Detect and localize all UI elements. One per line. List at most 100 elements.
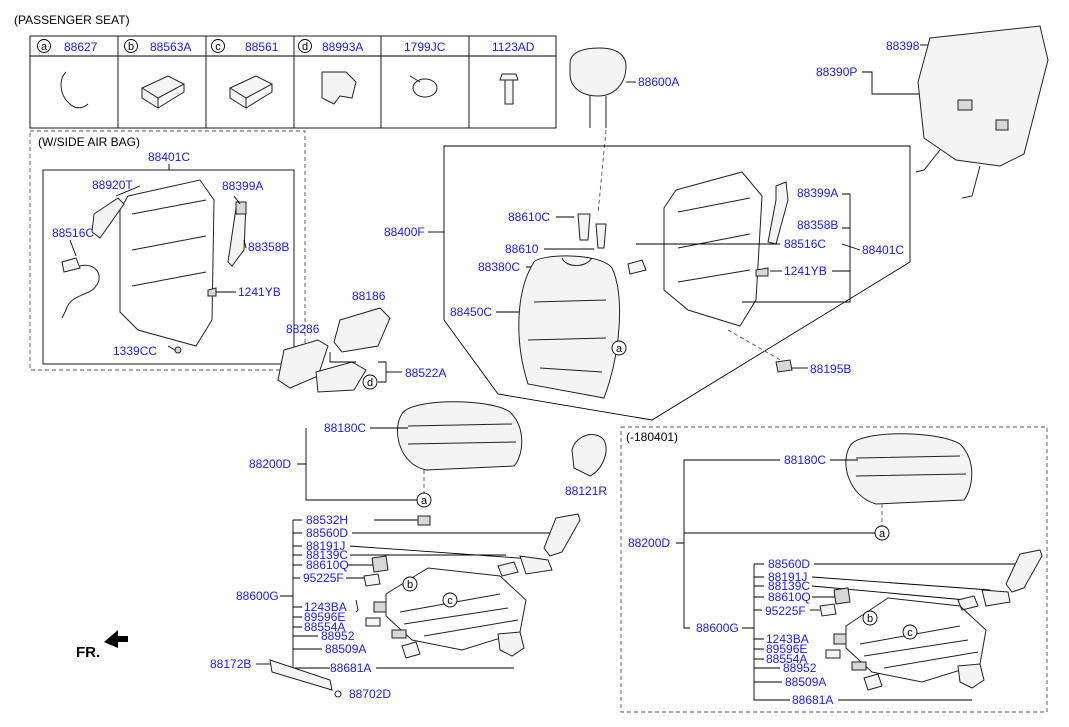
- label-88399A-airbag: 88399A: [222, 179, 263, 193]
- label-88560D: 88560D: [306, 526, 348, 540]
- table-cell-a: a 88627: [37, 39, 98, 109]
- headrest-group: 88600A: [569, 47, 679, 215]
- table-letter-a: a: [41, 41, 48, 53]
- label-88186: 88186: [352, 289, 386, 303]
- table-part-88993A: 88993A: [322, 40, 363, 54]
- label-88509A: 88509A: [325, 642, 366, 656]
- seat-cushion: [396, 401, 523, 471]
- label-88401C: 88401C: [862, 243, 904, 257]
- label-88702D: 88702D: [349, 687, 391, 701]
- cushion-group: 88180C 88200D a 88121R: [249, 401, 607, 508]
- clip-c-icon: [228, 75, 274, 109]
- label-88681A: 88681A: [330, 661, 371, 675]
- table-letter-c: c: [215, 41, 221, 53]
- seatback-assembly: 88400F 88610C 88610 88380C 88450C a 8839…: [384, 145, 911, 421]
- front-arrow-icon: [104, 630, 128, 648]
- label-88610C: 88610C: [508, 210, 550, 224]
- callout-d: d: [367, 377, 373, 389]
- diagram-title: (PASSENGER SEAT): [14, 13, 130, 27]
- label-89596E: 89596E: [304, 610, 345, 624]
- label-88180C: 88180C: [324, 421, 366, 435]
- table-letter-d: d: [302, 41, 308, 53]
- label-88554A-variant: 88554A: [766, 652, 807, 666]
- label-88390P: 88390P: [816, 65, 857, 79]
- bolt-icon: [499, 73, 519, 105]
- seat-track-group: 88532H 88560D 88191J 88139C 88610Q 95225…: [210, 513, 581, 701]
- label-88681A-variant: 88681A: [792, 693, 833, 707]
- label-88509A-variant: 88509A: [785, 675, 826, 689]
- label-88610: 88610: [505, 242, 539, 256]
- label-88139C: 88139C: [306, 548, 348, 562]
- label-88180C-variant: 88180C: [784, 453, 826, 467]
- seatback-cushion: [518, 255, 621, 399]
- label-88920T: 88920T: [92, 178, 133, 192]
- seatback-outline: [443, 145, 911, 421]
- callout-b-variant: b: [867, 613, 873, 625]
- side-airbag-box: (W/SIDE AIR BAG) 88401C 88920T 88399A 88…: [29, 130, 306, 371]
- callout-b-main: b: [407, 579, 413, 591]
- label-1339CC: 1339CC: [113, 344, 157, 358]
- label-1243BA-variant: 1243BA: [766, 632, 809, 646]
- airbag-guide-88358B: [767, 181, 789, 245]
- cover-88121R: [571, 434, 607, 477]
- seat-cushion-variant: [845, 433, 973, 505]
- label-1241YB: 1241YB: [784, 264, 827, 278]
- label-88399A: 88399A: [797, 186, 838, 200]
- front-label: FR.: [76, 644, 100, 661]
- label-88200D-variant: 88200D: [628, 536, 670, 550]
- wire-clip-icon: [60, 71, 89, 109]
- label-88522A: 88522A: [405, 366, 446, 380]
- label-88398: 88398: [886, 39, 920, 53]
- callout-c-main: c: [447, 595, 453, 607]
- label-88600A: 88600A: [638, 75, 679, 89]
- table-part-1799JC: 1799JC: [404, 40, 446, 54]
- table-cell-c: c 88561: [211, 39, 279, 109]
- callout-a-seatback: a: [616, 343, 623, 355]
- label-88380C: 88380C: [478, 260, 520, 274]
- airbag-module: [91, 197, 125, 239]
- variant-box: (-180401) 88180C 88200D a 88560D 88191J …: [620, 426, 1048, 713]
- label-88600G-variant: 88600G: [696, 621, 739, 635]
- callout-a-variant: a: [879, 528, 886, 540]
- table-part-88561: 88561: [245, 40, 279, 54]
- trim-88172B: [269, 659, 333, 691]
- label-88121R: 88121R: [565, 484, 607, 498]
- label-88401C-airbag: 88401C: [148, 150, 190, 164]
- label-88560D-variant: 88560D: [768, 557, 810, 571]
- seatback-rear-panel: [917, 25, 1049, 167]
- label-89596E-variant: 89596E: [766, 642, 807, 656]
- table-cell-1799JC: 1799JC: [404, 40, 446, 98]
- side-cover-88186: [333, 307, 391, 353]
- headrest-guides: [577, 213, 607, 249]
- clip-b-icon: [140, 75, 186, 109]
- label-88400F: 88400F: [384, 225, 425, 239]
- label-88172B: 88172B: [210, 657, 251, 671]
- parts-table: a 88627 b 88563A c 88561 d 88993A 1799JC: [29, 35, 557, 129]
- table-letter-b: b: [128, 41, 134, 53]
- table-cell-1123AD: 1123AD: [492, 40, 535, 105]
- clip-d-icon: [321, 71, 357, 105]
- label-88358B: 88358B: [797, 218, 838, 232]
- label-88286: 88286: [286, 322, 320, 336]
- label-88532H: 88532H: [306, 513, 348, 527]
- duct-88560D: [543, 513, 581, 557]
- side-airbag-title: (W/SIDE AIR BAG): [38, 135, 140, 149]
- callout-a-cushion: a: [421, 495, 428, 507]
- label-88554A: 88554A: [304, 620, 345, 634]
- headrest: [569, 47, 627, 97]
- table-cell-b: b 88563A: [124, 39, 191, 109]
- label-95225F: 95225F: [303, 571, 344, 585]
- side-covers: 88186 88286 88522A d: [277, 289, 446, 393]
- label-88139C-variant: 88139C: [768, 579, 810, 593]
- table-cell-d: d 88993A: [298, 39, 363, 105]
- variant-title: (-180401): [626, 430, 678, 444]
- label-88516C-airbag: 88516C: [52, 226, 94, 240]
- back-panel-group: 88398 88390P: [816, 25, 1049, 199]
- label-88195B: 88195B: [810, 362, 851, 376]
- label-1241YB-airbag: 1241YB: [238, 285, 281, 299]
- label-1243BA: 1243BA: [304, 600, 347, 614]
- label-88610Q: 88610Q: [306, 558, 349, 572]
- label-88600G: 88600G: [236, 589, 279, 603]
- side-cover-88522A: [315, 361, 367, 393]
